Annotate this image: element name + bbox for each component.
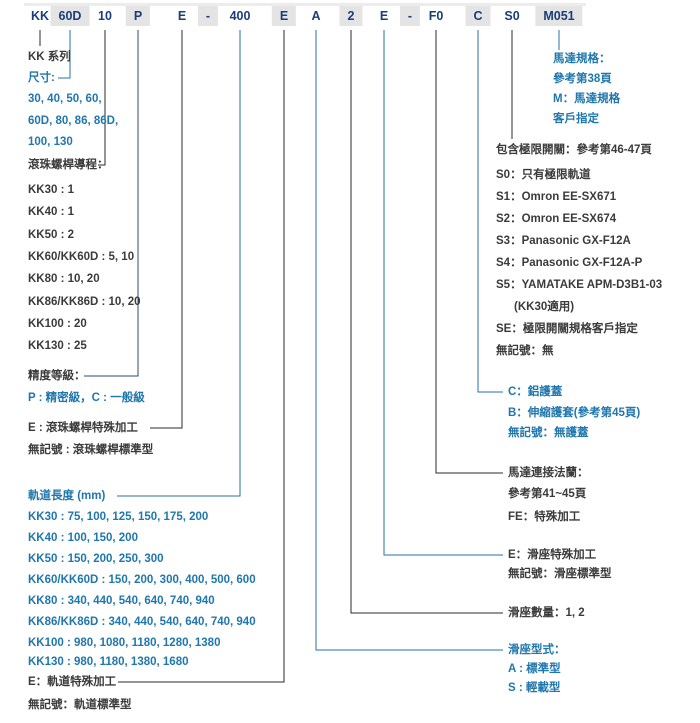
flange-line: 參考第41~45頁 (508, 488, 587, 500)
connector-slider-machining (383, 30, 503, 556)
code-segment-series: KK (30, 9, 50, 23)
code-segment-lead: 10 (98, 9, 112, 23)
connector-size (58, 30, 71, 79)
limit-switch-line: SE：極限開關規格客戶指定 (496, 323, 638, 335)
slider-type-line: S : 輕載型 (508, 682, 561, 694)
limit-switch-line: S0：只有極限軌道 (496, 169, 591, 181)
connector-rail-length (117, 30, 241, 497)
screw-standard-line: 無記號 : 滾珠螺桿標準型 (28, 444, 154, 456)
limit-switch-line: S4：Panasonic GX-F12A-P (496, 257, 643, 269)
top-rule (24, 3, 586, 6)
slider-type-line: A : 標準型 (508, 663, 561, 675)
code-segment-screw-machining: E (177, 9, 187, 23)
code-segment-limit-switch: S0 (504, 9, 520, 23)
code-segment-slider-qty: 2 (339, 6, 363, 26)
limit-switch-line: S1：Omron EE-SX671 (496, 191, 617, 203)
code-segment-motor: M051 (535, 6, 583, 26)
size-line: 30, 40, 50, 60, (28, 93, 102, 105)
code-segment-accuracy: P (125, 6, 151, 26)
motor-spec-line: 馬達規格： (553, 53, 611, 65)
rail-length-line: KK60/KK60D : 150, 200, 300, 400, 500, 60… (28, 574, 256, 586)
rail-length-line: KK40 : 100, 150, 200 (28, 532, 138, 544)
slider-qty-line: 滑座數量：1, 2 (508, 607, 585, 619)
lead-line: KK100 : 20 (28, 318, 87, 330)
motor-spec-line: 參考第38頁 (553, 73, 612, 85)
limit-switch-note: (KK30適用) (514, 301, 575, 313)
lead-line: KK30 : 1 (28, 184, 75, 196)
limit-switch-title: 包含極限開關：參考第46-47頁 (496, 144, 652, 156)
lead-title: 滾珠螺桿導程： (28, 159, 109, 171)
connector-slider-qty (350, 30, 503, 614)
code-segment-cover: C (465, 6, 491, 26)
motor-spec-line: 客戶指定 (553, 113, 599, 125)
rail-length-line: KK100 : 980, 1080, 1180, 1280, 1380 (28, 637, 221, 649)
lead-line: KK50 : 2 (28, 229, 75, 241)
rail-special-line: E：軌道特殊加工 (28, 676, 117, 688)
code-segment-slider-type: A (311, 9, 321, 23)
accuracy-line: P : 精密級，C : 一般級 (28, 392, 145, 404)
limit-switch-line: S3：Panasonic GX-F12A (496, 235, 631, 247)
connector-flange (435, 30, 503, 474)
code-segment-dash-2: - (399, 6, 421, 26)
flange-line: FE：特殊加工 (508, 511, 581, 523)
series-label: KK 系列 (28, 51, 71, 63)
rail-length-line: KK80 : 340, 440, 540, 640, 740, 940 (28, 595, 215, 607)
code-segment-flange: F0 (428, 9, 444, 23)
lead-line: KK80 : 10, 20 (28, 273, 100, 285)
cover-line: C：鋁護蓋 (508, 386, 563, 398)
lead-line: KK130 : 25 (28, 340, 87, 352)
accuracy-title: 精度等級： (28, 370, 86, 382)
flange-title: 馬達連接法蘭： (508, 467, 589, 479)
rail-length-line: KK86/KK86D : 340, 440, 540, 640, 740, 94… (28, 616, 256, 628)
code-segment-slider-machining: E (379, 9, 389, 23)
limit-switch-line: S5：YAMATAKE APM-D3B1-03 (496, 279, 663, 291)
code-segment-dash-1: - (197, 6, 219, 26)
connector-accuracy (84, 30, 139, 377)
connector-screw-machining (150, 30, 183, 429)
rail-length-title: 軌道長度 (mm) (28, 490, 106, 502)
connector-cover (477, 30, 503, 393)
rail-standard-line: 無記號：軌道標準型 (28, 699, 132, 711)
connector-lead (98, 30, 106, 166)
size-title: 尺寸: (28, 72, 55, 84)
slider-special-line: E：滑座特殊加工 (508, 549, 597, 561)
size-line: 100, 130 (28, 136, 73, 148)
size-line: 60D, 80, 86, 86D, (28, 115, 119, 127)
slider-standard-line: 無記號：滑座標準型 (508, 568, 612, 580)
code-segment-size: 60D (50, 6, 90, 26)
code-segment-rail-length: 400 (229, 9, 251, 23)
cover-line: B：伸縮護套(參考第45頁) (508, 407, 641, 419)
motor-spec-line: M：馬達規格 (553, 93, 621, 105)
lead-line: KK60/KK60D : 5, 10 (28, 251, 135, 263)
code-segment-rail-machining: E (271, 6, 297, 26)
limit-switch-line: S2：Omron EE-SX674 (496, 213, 617, 225)
slider-type-title: 滑座型式： (508, 644, 566, 656)
lead-line: KK40 : 1 (28, 206, 75, 218)
connector-slider-type (315, 30, 503, 651)
rail-length-line: KK130 : 980, 1180, 1380, 1680 (28, 656, 189, 668)
limit-switch-line: 無記號：無 (496, 345, 554, 357)
connector-rail-machining (118, 30, 285, 683)
rail-length-line: KK30 : 75, 100, 125, 150, 175, 200 (28, 511, 209, 523)
screw-special-line: E : 滾珠螺桿特殊加工 (28, 422, 138, 434)
cover-line: 無記號：無護蓋 (508, 427, 589, 439)
lead-line: KK86/KK86D : 10, 20 (28, 296, 141, 308)
rail-length-line: KK50 : 150, 200, 250, 300 (28, 553, 164, 565)
